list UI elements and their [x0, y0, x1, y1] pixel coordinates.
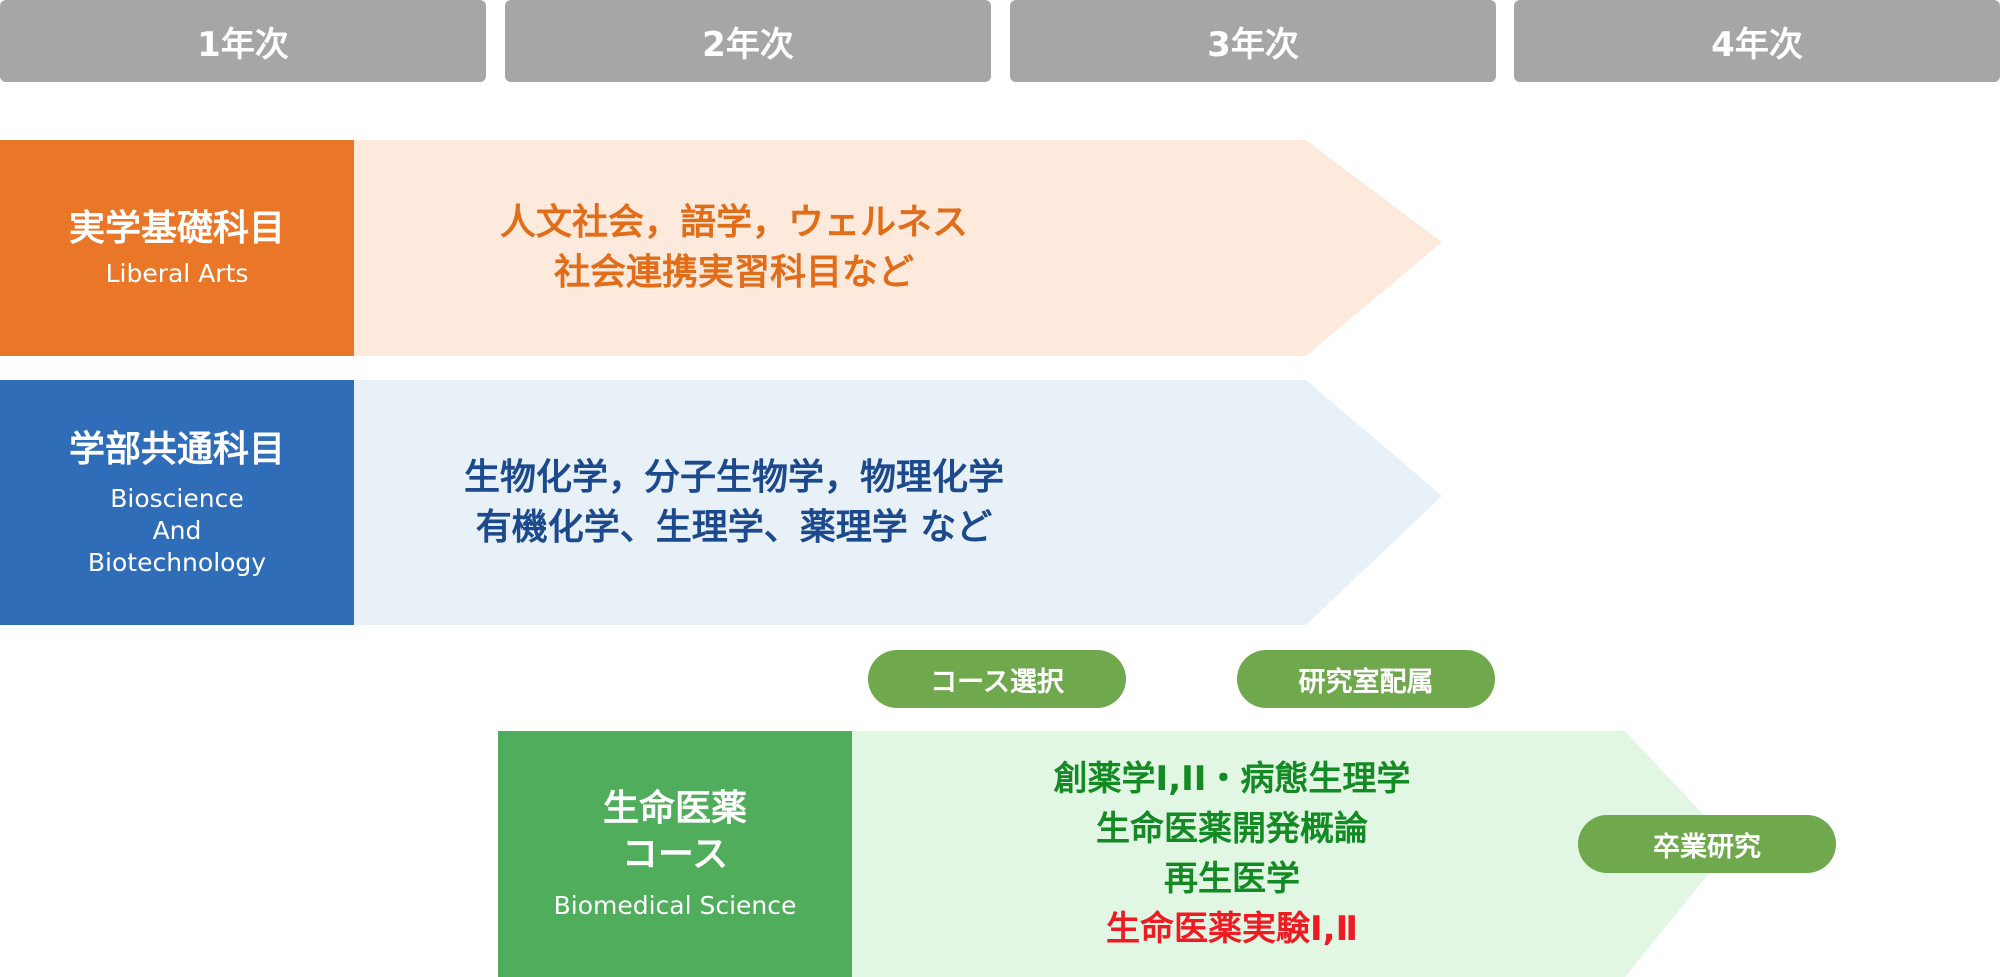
course-highlight-line: 生命医薬実験Ⅰ,Ⅱ — [1106, 909, 1358, 949]
common-content-line: 有機化学、生理学、薬理学 など — [475, 506, 993, 548]
course-title-line: 生命医薬 — [602, 788, 747, 829]
liberal-arts-arrow-band — [354, 140, 1442, 356]
year-header-3: 3年次 — [1010, 0, 1496, 82]
liberal-arts-subtitle: Liberal Arts — [105, 259, 249, 288]
common-label-box: 学部共通科目 Bioscience And Biotechnology — [0, 380, 354, 625]
year-header-1: 1年次 — [0, 0, 486, 82]
common-content: 生物化学，分子生物学，物理化学 有機化学、生理学、薬理学 など — [354, 380, 1114, 625]
liberal-arts-content: 人文社会，語学，ウェルネス 社会連携実習科目など — [354, 140, 1114, 356]
course-content-line: 創薬学I,II・病態生理学 — [1053, 759, 1411, 799]
course-subtitle: Biomedical Science — [553, 891, 797, 920]
common-arrow-band — [354, 380, 1442, 625]
common-subtitle-line: Bioscience — [110, 483, 244, 513]
course-content: 創薬学I,II・病態生理学 生命医薬開発概論 再生医学 生命医薬実験Ⅰ,Ⅱ — [852, 731, 1612, 977]
course-content-line: 再生医学 — [1164, 859, 1300, 899]
course-arrow-band — [852, 731, 1732, 977]
common-title: 学部共通科目 — [68, 428, 285, 470]
common-content-line: 生物化学，分子生物学，物理化学 — [463, 456, 1004, 498]
common-subtitle-line: Biotechnology — [87, 547, 267, 577]
lab-assign-milestone: 研究室配属 — [1237, 650, 1495, 708]
course-title-line: コース — [621, 834, 729, 875]
liberal-arts-label-box: 実学基礎科目 Liberal Arts — [0, 140, 354, 356]
liberal-arts-content-line: 人文社会，語学，ウェルネス — [499, 202, 968, 243]
liberal-arts-content-line: 社会連携実習科目など — [553, 252, 914, 293]
common-subtitle-line: And — [152, 515, 202, 545]
liberal-arts-title: 実学基礎科目 — [68, 208, 285, 249]
course-label-box: 生命医薬 コース Biomedical Science — [498, 731, 852, 977]
year-header-4: 4年次 — [1514, 0, 2000, 82]
year-header-2: 2年次 — [505, 0, 991, 82]
course-select-milestone: コース選択 — [868, 650, 1126, 708]
course-content-line: 生命医薬開発概論 — [1096, 809, 1368, 849]
graduation-research-milestone: 卒業研究 — [1578, 815, 1836, 873]
